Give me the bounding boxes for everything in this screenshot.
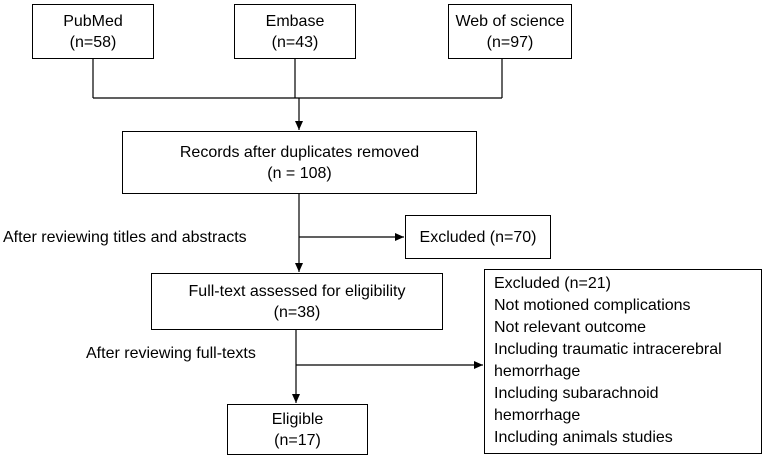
excluded-line: Including subarachnoid	[494, 385, 659, 402]
eligible-title: Eligible	[271, 410, 324, 428]
source-box-web-of-science: Web of science (n=97)	[448, 4, 572, 59]
dedup-count: (n = 108)	[267, 164, 332, 182]
eligible-box: Eligible (n=17)	[227, 404, 368, 455]
dedup-title: Records after duplicates removed	[179, 143, 420, 161]
excluded-line: hemorrhage	[494, 407, 581, 424]
source-name: Embase	[265, 12, 325, 30]
excluded-line: Not motioned complications	[494, 297, 691, 314]
excluded-line: Including traumatic intracerebral	[494, 341, 722, 358]
source-count: (n=43)	[271, 33, 319, 51]
excluded-line: Not relevant outcome	[494, 319, 647, 336]
screening-excluded-text: Excluded (n=70)	[419, 228, 537, 246]
excluded-line: hemorrhage	[494, 363, 581, 380]
excluded-line: Including animals studies	[494, 429, 673, 446]
dedup-box: Records after duplicates removed (n = 10…	[122, 131, 477, 194]
source-count: (n=58)	[69, 33, 117, 51]
source-count: (n=97)	[486, 33, 534, 51]
fulltext-box: Full-text assessed for eligibility (n=38…	[151, 273, 443, 330]
screening-step-label: After reviewing titles and abstracts	[3, 229, 247, 246]
screening-excluded-box: Excluded (n=70)	[405, 215, 551, 259]
excluded-line: Excluded (n=21)	[494, 275, 611, 292]
fulltext-excluded-box: Excluded (n=21) Not motioned complicatio…	[484, 269, 762, 454]
eligible-count: (n=17)	[274, 431, 321, 449]
fulltext-count: (n=38)	[273, 303, 321, 321]
source-name: Web of science	[455, 12, 565, 30]
source-box-embase: Embase (n=43)	[234, 4, 356, 59]
fulltext-title: Full-text assessed for eligibility	[188, 282, 406, 300]
fulltext-step-label: After reviewing full-texts	[86, 345, 256, 362]
source-box-pubmed: PubMed (n=58)	[32, 4, 154, 59]
source-name: PubMed	[63, 12, 123, 30]
